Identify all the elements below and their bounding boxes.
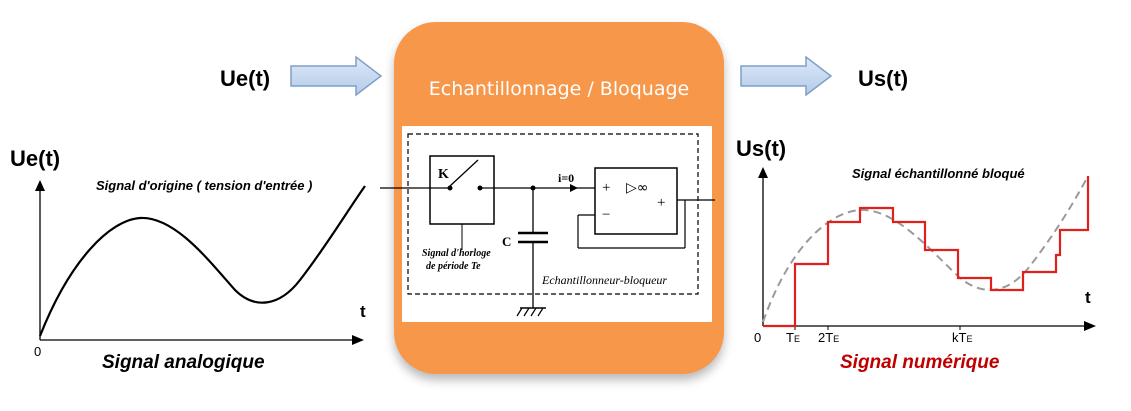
analog-signal-curve (38, 185, 366, 337)
left-annotation: Signal d'origine ( tension d'entrée ) (96, 178, 313, 193)
right-annotation: Signal échantillonné bloqué (852, 166, 1025, 181)
tick-2te: 2TE (818, 330, 840, 345)
right-graph (758, 167, 1096, 331)
opamp-out-plus: + (657, 195, 665, 211)
opamp-minus: − (602, 207, 610, 223)
opamp-symbol: ▷∞ (626, 180, 648, 196)
output-label: Us(t) (858, 66, 909, 91)
opamp-box (594, 167, 678, 235)
left-y-label: Ue(t) (10, 146, 61, 171)
tick-kte: kTE (952, 330, 973, 345)
switch-label: K (438, 167, 449, 182)
sample-hold-circuit: K Signal d'horloge de période Te i=0 C +… (380, 133, 715, 317)
tick-te: TE (786, 330, 800, 345)
right-origin: 0 (754, 330, 762, 345)
right-y-label: Us(t) (736, 136, 787, 161)
current-label: i=0 (558, 171, 574, 185)
sampled-hold-staircase (763, 176, 1090, 328)
right-x-label: t (1085, 288, 1091, 307)
clock-label-line2: de période Te (426, 261, 481, 272)
left-x-label: t (360, 302, 366, 321)
left-graph (35, 180, 366, 345)
capacitor-label: C (502, 234, 511, 249)
input-arrow-icon (290, 55, 383, 97)
left-caption: Signal analogique (102, 352, 265, 373)
clock-label-line1: Signal d'horloge (422, 248, 491, 259)
device-label: Echantillonneur-bloqueur (541, 273, 667, 287)
right-caption: Signal numérique (840, 352, 1000, 373)
switch-blade (449, 159, 479, 187)
output-arrow-icon (740, 55, 833, 97)
input-label: Ue(t) (220, 66, 271, 91)
device-frame (407, 133, 699, 295)
block-title: Echantillonnage / Bloquage (428, 78, 690, 100)
left-origin: 0 (34, 344, 42, 359)
opamp-plus: + (602, 180, 610, 196)
